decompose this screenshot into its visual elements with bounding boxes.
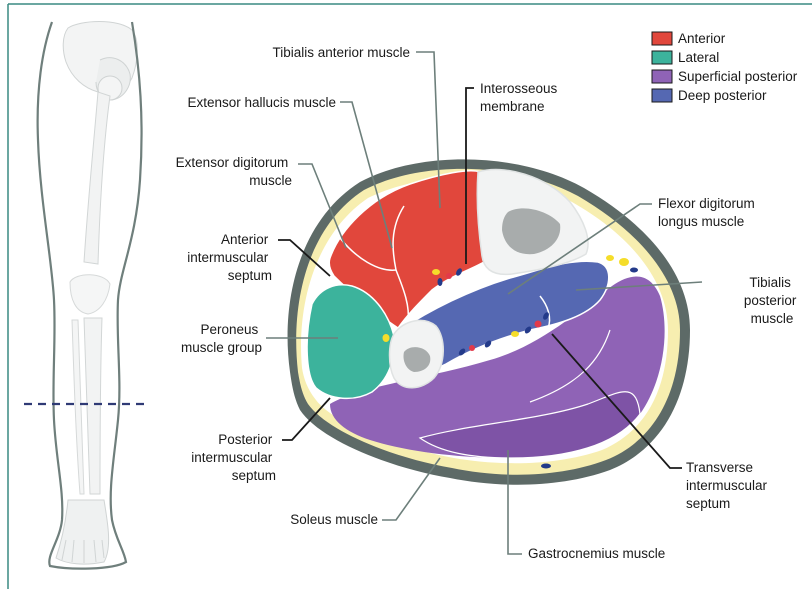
label-anterior-septum: Anterior intermuscular septum xyxy=(187,232,272,283)
nerve-dot-lateral xyxy=(383,334,390,342)
femur-bone xyxy=(84,92,110,264)
legend-label-superficial-posterior: Superficial posterior xyxy=(678,69,798,84)
artery-dot-peroneal xyxy=(469,345,475,351)
foot-bones xyxy=(56,500,109,564)
label-tibialis-anterior: Tibialis anterior muscle xyxy=(272,45,410,60)
cross-section xyxy=(288,159,690,484)
legend-label-lateral: Lateral xyxy=(678,50,719,65)
label-interosseous: Interosseous membrane xyxy=(480,81,561,114)
label-flexor-digitorum: Flexor digitorum longus muscle xyxy=(658,196,759,229)
vein-dot-anterior-1 xyxy=(438,278,443,286)
legend-label-anterior: Anterior xyxy=(678,31,726,46)
leg-silhouette xyxy=(24,22,146,569)
label-extensor-digitorum: Extensor digitorum muscle xyxy=(176,155,292,188)
tibia-bone xyxy=(84,318,102,494)
legend-item-lateral: Lateral xyxy=(652,50,719,65)
legend-item-deep-posterior: Deep posterior xyxy=(652,88,767,103)
saphenous-dot-1 xyxy=(606,255,614,261)
legend-swatch-deep-posterior xyxy=(652,89,672,102)
fibula-bone xyxy=(72,320,84,494)
legend-swatch-superficial-posterior xyxy=(652,70,672,83)
label-peroneus: Peroneus muscle group xyxy=(181,322,262,355)
knee-joint xyxy=(70,275,110,314)
nerve-dot-anterior xyxy=(432,269,440,275)
saphenous-dot-2 xyxy=(619,258,629,266)
artery-dot-anterior xyxy=(446,273,452,279)
label-extensor-hallucis: Extensor hallucis muscle xyxy=(187,95,336,110)
label-posterior-septum: Posterior intermuscular septum xyxy=(191,432,276,483)
legend-item-anterior: Anterior xyxy=(652,31,726,46)
label-gastrocnemius: Gastrocnemius muscle xyxy=(528,546,665,561)
legend-item-superficial-posterior: Superficial posterior xyxy=(652,69,798,84)
label-transverse-septum: Transverse intermuscular septum xyxy=(686,460,771,511)
saphenous-vein xyxy=(630,268,638,273)
legend-label-deep-posterior: Deep posterior xyxy=(678,88,767,103)
legend-swatch-anterior xyxy=(652,32,672,45)
label-soleus: Soleus muscle xyxy=(290,512,378,527)
legend: Anterior Lateral Superficial posterior D… xyxy=(652,31,798,103)
nerve-dot-posterior xyxy=(511,331,519,337)
label-tibialis-posterior: Tibialis posterior muscle xyxy=(744,275,800,326)
legend-swatch-lateral xyxy=(652,51,672,64)
artery-dot-posterior xyxy=(535,321,542,328)
small-saphenous-vein xyxy=(541,464,551,469)
